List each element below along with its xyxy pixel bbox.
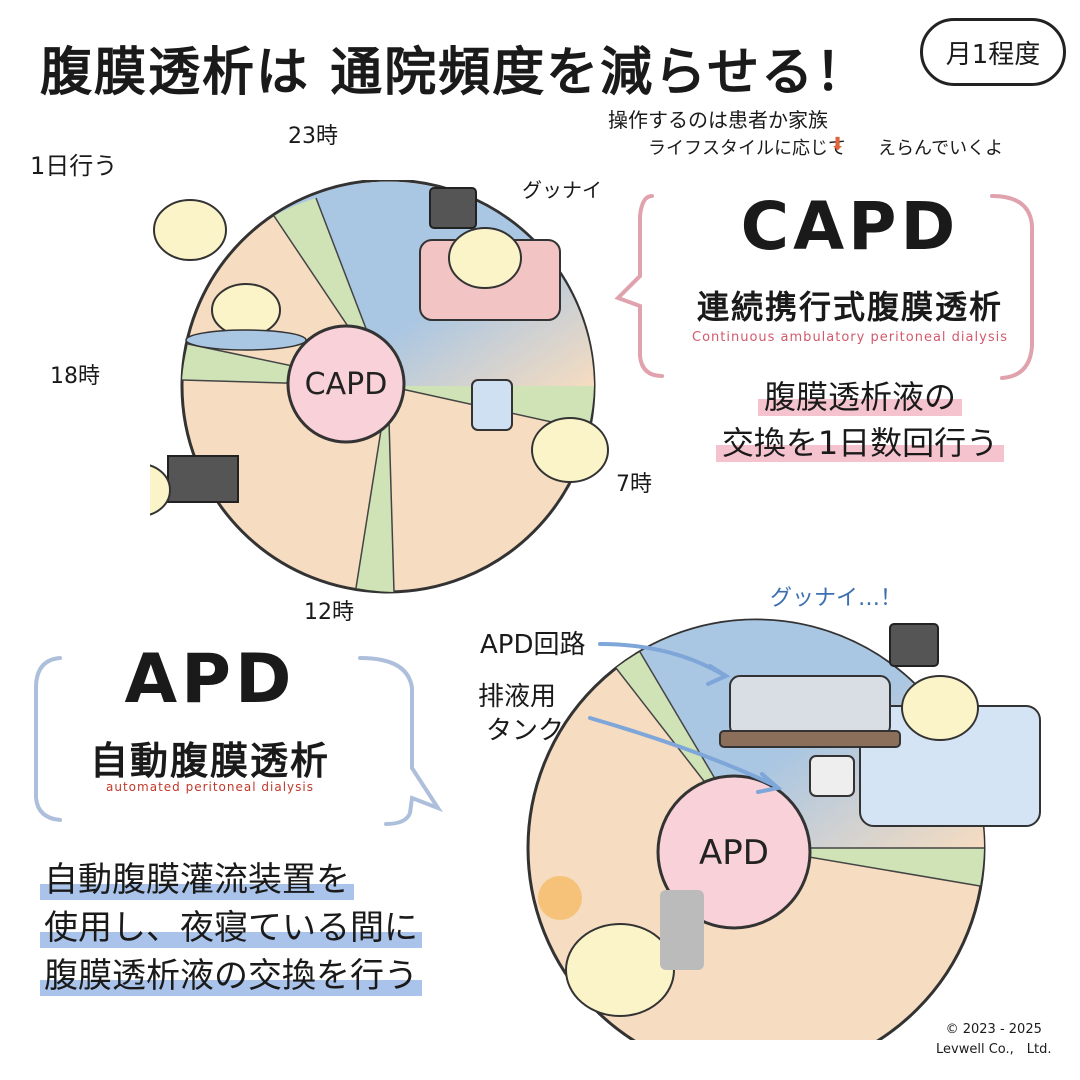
time-label-18: 18時 <box>50 364 100 389</box>
capd-description-line1: 腹膜透析液の <box>690 372 1030 418</box>
capd-japanese-name: 連続携行式腹膜透析 <box>696 288 1003 326</box>
capd-hub-label: CAPD <box>305 367 388 402</box>
copyright-line2: Levwell Co., Ltd. <box>936 1042 1052 1057</box>
drain-tank-label-line2: タンク <box>486 716 565 746</box>
copyright-line1: © 2023 - 2025 <box>945 1022 1042 1037</box>
apd-heading: APD <box>124 640 296 719</box>
copyright-text: © 2023 - 2025 Levwell Co., Ltd. <box>936 1020 1051 1060</box>
sun-icon <box>538 876 582 920</box>
capd-heading: CAPD <box>740 188 960 265</box>
apd-description-line3: 腹膜透析液の交換を行う <box>40 948 422 997</box>
apd-circuit-label: APD回路 <box>480 630 586 660</box>
character-sleeping-icon <box>448 227 522 289</box>
choose-note: えらんでいくよ <box>878 138 1004 159</box>
table-icon <box>719 730 901 748</box>
apd-english-name: automated peritoneal dialysis <box>106 780 314 794</box>
computer-monitor-icon <box>167 455 239 503</box>
time-label-7: 7時 <box>616 472 652 497</box>
per-day-label: 1日行う <box>30 152 118 180</box>
character-bathing-icon <box>211 283 281 337</box>
character-exchange-icon <box>531 417 609 483</box>
drain-tank-label-line1: 排液用 <box>478 682 557 712</box>
arrow-to-circuit-icon <box>598 642 724 676</box>
drain-tank-icon <box>809 755 855 797</box>
apd-hub-label: APD <box>699 833 769 873</box>
apd-japanese-name: 自動腹膜透析 <box>89 739 330 783</box>
character-sleeping-icon <box>901 675 979 741</box>
window-night-icon <box>429 187 477 229</box>
time-label-12: 12時 <box>304 600 354 625</box>
apd-cycle-diagram: APD <box>526 618 1041 1040</box>
iv-bag-icon <box>471 379 513 431</box>
window-night-icon <box>889 623 939 667</box>
down-arrow-icon: ⬇ <box>830 134 846 155</box>
monthly-frequency-text: 月1程度 <box>945 39 1041 70</box>
character-eating-icon <box>153 199 227 261</box>
apd-callout-frame <box>34 656 444 826</box>
monthly-frequency-bubble: 月1程度 <box>920 18 1066 86</box>
page-title: 腹膜透析は 通院頻度を減らせる！ <box>40 43 870 103</box>
lifestyle-note: ライフスタイルに応じて <box>648 138 846 159</box>
capd-hub <box>286 324 406 444</box>
arrow-to-drain-tank-icon <box>588 716 778 788</box>
goodnight-caption-capd: グッナイ <box>522 178 602 202</box>
goodnight-caption-apd: グッナイ…！ <box>770 586 903 611</box>
character-waving-icon <box>565 923 675 1017</box>
capd-cycle-diagram: CAPD <box>150 180 609 594</box>
time-label-23: 23時 <box>288 124 338 149</box>
apd-description-line2: 使用し、夜寝ている間に <box>40 900 422 949</box>
bathtub-icon <box>185 329 307 351</box>
pointer-arrows <box>588 642 783 794</box>
capd-english-name: Continuous ambulatory peritoneal dialysi… <box>692 330 1008 345</box>
capd-exchange-wedge-12 <box>356 386 394 592</box>
character-working-icon <box>150 464 171 516</box>
building-icon <box>660 890 704 970</box>
capd-callout-frame <box>614 194 1034 380</box>
operator-note: 操作するのは患者か家族 <box>608 108 828 132</box>
capd-description-line2: 交換を1日数回行う <box>690 418 1030 464</box>
apd-description-line1: 自動腹膜灌流装置を <box>40 852 354 901</box>
